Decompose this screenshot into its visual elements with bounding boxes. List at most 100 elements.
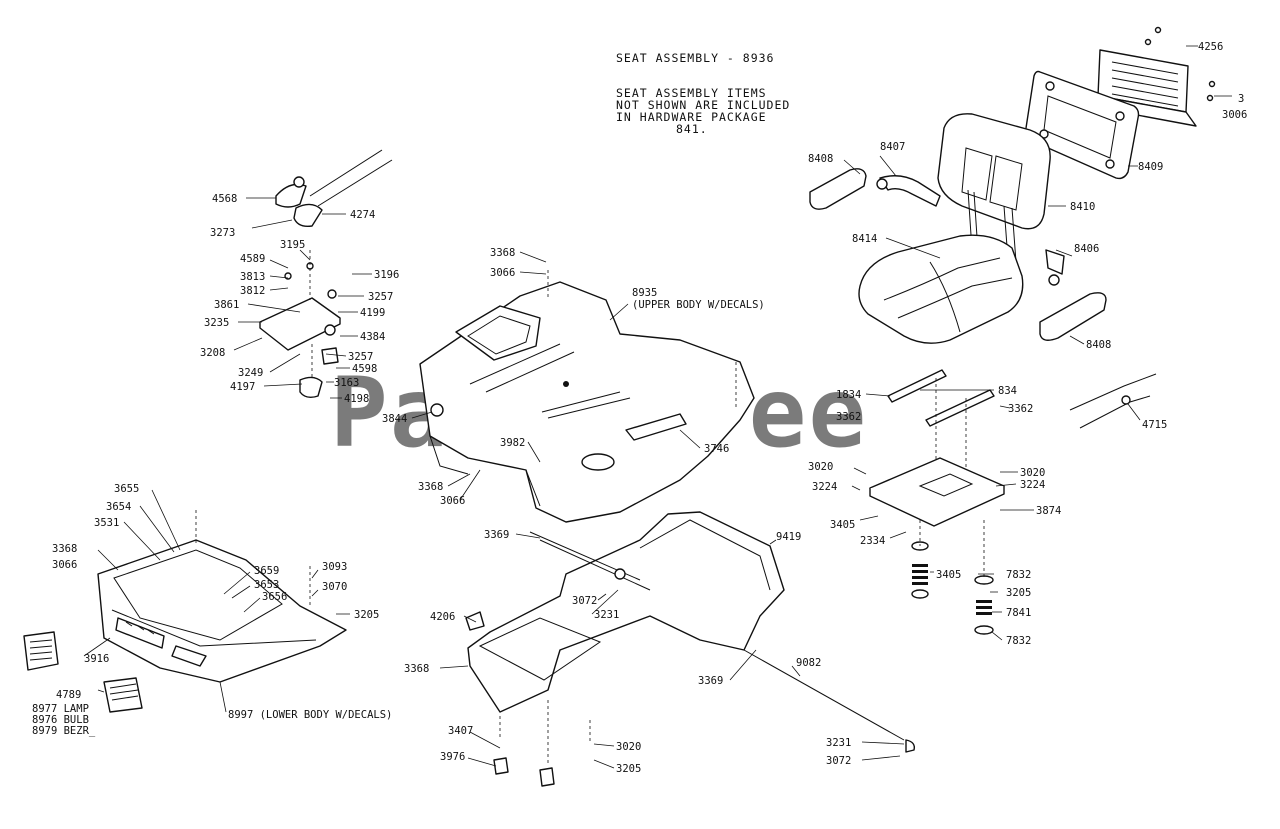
callout-3093: 3093 <box>322 561 347 573</box>
note-line-3: IN HARDWARE PACKAGE <box>616 110 767 124</box>
callout-3072-rod: 3072 <box>826 755 851 767</box>
callout-3368-upper-body: 3368 <box>490 247 515 259</box>
callout-4789: 4789 <box>56 689 81 701</box>
callout-3368-frame: 3368 <box>404 663 429 675</box>
note-line-2: NOT SHOWN ARE INCLUDED <box>616 98 790 112</box>
callout-8414: 8414 <box>852 233 877 245</box>
callout-3257-lower: 3257 <box>348 351 373 363</box>
callout-3362-left: 3362 <box>836 411 861 423</box>
callout-3: 3 <box>1238 93 1244 105</box>
callout-8979: 8979 BEZR_ <box>32 725 96 737</box>
callout-3020-right: 3020 <box>1020 467 1045 479</box>
callout-3066-body-side: 3066 <box>440 495 465 507</box>
lower-body-group <box>23 510 347 713</box>
linkage-group <box>259 149 393 399</box>
callout-4589: 4589 <box>240 253 265 265</box>
callout-8407: 8407 <box>880 141 905 153</box>
callout-8935-desc: (UPPER BODY W/DECALS) <box>632 299 765 311</box>
callout-8997: 8997 (LOWER BODY W/DECALS) <box>228 709 392 721</box>
callout-labels: 4256 3 3006 8409 8408 8407 8410 8414 840… <box>32 41 1247 775</box>
callout-4256: 4256 <box>1198 41 1223 53</box>
note-line-4: 841. <box>676 122 708 136</box>
callout-3235: 3235 <box>204 317 229 329</box>
callout-4274: 4274 <box>350 209 375 221</box>
callout-3656: 3656 <box>262 591 287 603</box>
callout-3405-left: 3405 <box>830 519 855 531</box>
callout-8409: 8409 <box>1138 161 1163 173</box>
callout-3407: 3407 <box>448 725 473 737</box>
callout-4715: 4715 <box>1142 419 1167 431</box>
steering-rod <box>309 149 393 207</box>
callout-4206: 4206 <box>430 611 455 623</box>
callout-3874: 3874 <box>1036 505 1061 517</box>
frame-part <box>467 511 785 713</box>
armrest-bracket-part <box>879 175 941 207</box>
callout-3659: 3659 <box>254 565 279 577</box>
callout-9419: 9419 <box>776 531 801 543</box>
callout-3224-right: 3224 <box>1020 479 1045 491</box>
callout-3195: 3195 <box>280 239 305 251</box>
callout-3006: 3006 <box>1222 109 1247 121</box>
callout-3070: 3070 <box>322 581 347 593</box>
seat-bracket-1834 <box>887 369 947 403</box>
callout-3205-seat: 3205 <box>1006 587 1031 599</box>
callout-3916: 3916 <box>84 653 109 665</box>
seat-cushion-part <box>858 234 1024 344</box>
spring-left <box>911 541 929 599</box>
callout-4384: 4384 <box>360 331 385 343</box>
upper-body-part <box>419 281 755 523</box>
seat-group <box>809 26 1216 635</box>
callout-3369-upper: 3369 <box>484 529 509 541</box>
note-line-1: SEAT ASSEMBLY ITEMS <box>616 86 767 100</box>
callout-3066-upper-body: 3066 <box>490 267 515 279</box>
spring-right <box>974 575 994 635</box>
callout-3653: 3653 <box>254 579 279 591</box>
callout-3249: 3249 <box>238 367 263 379</box>
callout-4198: 4198 <box>344 393 369 405</box>
callout-7832-upper: 7832 <box>1006 569 1031 581</box>
callout-3861: 3861 <box>214 299 239 311</box>
callout-3208: 3208 <box>200 347 225 359</box>
callout-8976: 8976 BULB <box>32 714 89 726</box>
callout-7832-lower: 7832 <box>1006 635 1031 647</box>
callout-8408-lower: 8408 <box>1086 339 1111 351</box>
leader-lines <box>83 45 1232 769</box>
callout-3020-left: 3020 <box>808 461 833 473</box>
callout-3205-frame: 3205 <box>616 763 641 775</box>
callout-7841: 7841 <box>1006 607 1031 619</box>
lamp-part <box>23 631 59 671</box>
frame-group <box>465 511 916 787</box>
control-rod <box>743 649 905 741</box>
diagram-title: SEAT ASSEMBLY - 8936 <box>616 51 774 65</box>
callout-834: 834 <box>998 385 1017 397</box>
callout-3020-frame: 3020 <box>616 741 641 753</box>
callout-3231-frame: 3231 <box>594 609 619 621</box>
callout-3844: 3844 <box>382 413 407 425</box>
callout-3746: 3746 <box>704 443 729 455</box>
callout-3368-body-side: 3368 <box>418 481 443 493</box>
callout-3224-left: 3224 <box>812 481 837 493</box>
callout-3273: 3273 <box>210 227 235 239</box>
callout-4199: 4199 <box>360 307 385 319</box>
callout-8410: 8410 <box>1070 201 1095 213</box>
callout-3982: 3982 <box>500 437 525 449</box>
upper-body-group <box>419 270 755 523</box>
callout-3405-right: 3405 <box>936 569 961 581</box>
armrest-left-part <box>809 168 867 210</box>
callout-3531: 3531 <box>94 517 119 529</box>
callout-3655: 3655 <box>114 483 139 495</box>
callout-8408-upper: 8408 <box>808 153 833 165</box>
callout-3163: 3163 <box>334 377 359 389</box>
callout-3231-rod: 3231 <box>826 737 851 749</box>
callout-3369-lower: 3369 <box>698 675 723 687</box>
callout-3362-right: 3362 <box>1008 403 1033 415</box>
callout-3196: 3196 <box>374 269 399 281</box>
callout-3257-upper: 3257 <box>368 291 393 303</box>
callout-8935: 8935 <box>632 287 657 299</box>
seat-bracket-834 <box>925 389 995 427</box>
callout-3976: 3976 <box>440 751 465 763</box>
header-block: SEAT ASSEMBLY - 8936 SEAT ASSEMBLY ITEMS… <box>616 51 790 136</box>
bezel-part <box>103 677 143 713</box>
callout-8977: 8977 LAMP <box>32 703 89 715</box>
